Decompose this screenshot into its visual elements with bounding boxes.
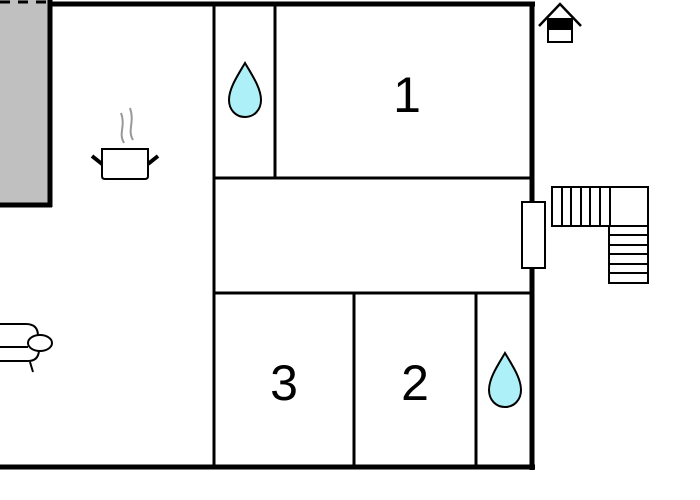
- entrance-door: [521, 201, 546, 269]
- interior-walls: [212, 4, 532, 467]
- room-label-2: 2: [401, 355, 429, 411]
- cooking-pot-icon: [90, 107, 160, 180]
- room-label-1: 1: [393, 67, 421, 123]
- water-drop-icon: [487, 351, 523, 409]
- house-entrance-icon: [538, 2, 582, 43]
- room-label-3: 3: [270, 355, 298, 411]
- water-drop-icon: [227, 61, 263, 119]
- outer-walls: [0, 1, 535, 470]
- sofa-icon: [0, 323, 53, 373]
- stairs-icon: [551, 186, 649, 284]
- adjacent-area-block: [0, 0, 53, 208]
